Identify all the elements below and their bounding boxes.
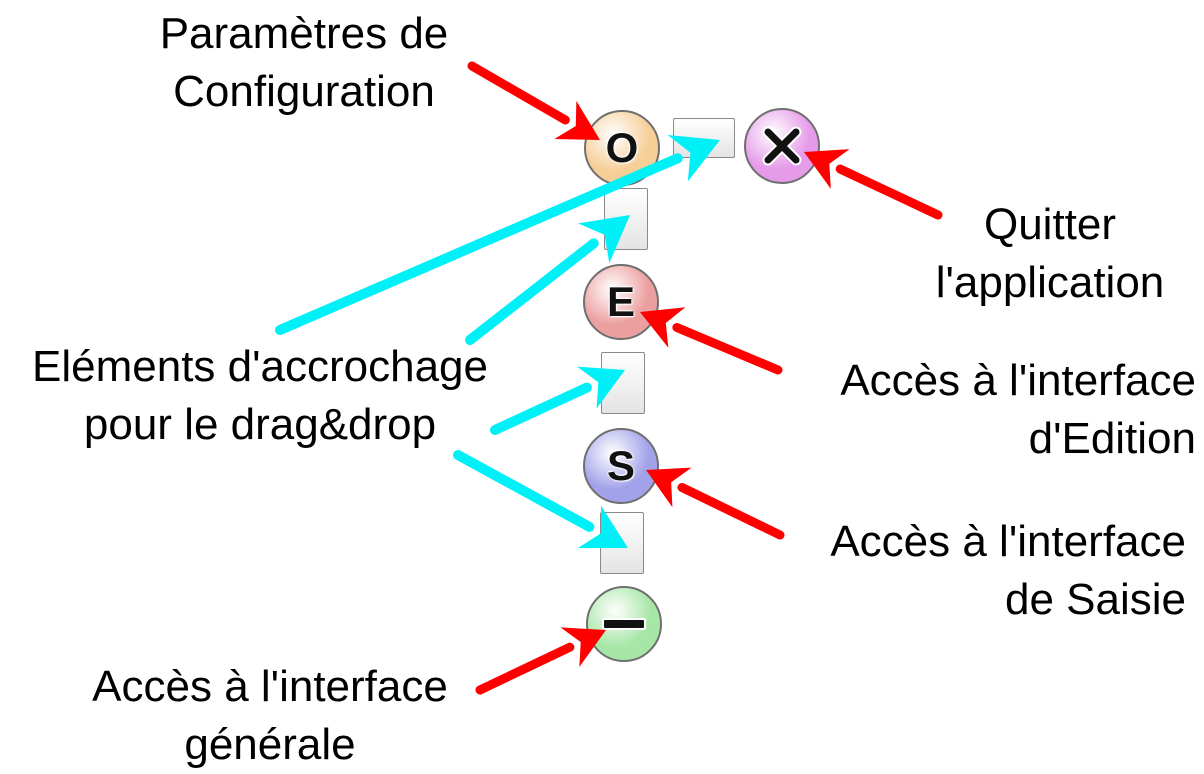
anchors-label: Eléments d'accrochage pour le drag&drop [0, 338, 520, 454]
edition-button-glyph: E [606, 278, 635, 325]
saisie-button-glyph: S [606, 442, 635, 489]
config-label-line2: Configuration [173, 67, 435, 116]
arrow-generale [475, 642, 575, 695]
close-icon [762, 126, 802, 166]
config-label: Paramètres de Configuration [120, 5, 488, 121]
saisie-label: Accès à l'interface de Saisie [760, 513, 1186, 629]
anchors-label-line2: pour le drag&drop [83, 400, 437, 449]
edition-label: Accès à l'interface d'Edition [760, 352, 1196, 468]
anchors-label-line1: Eléments d'accrochage [32, 342, 488, 391]
quit-label-line2: l'application [935, 258, 1165, 307]
config-button-glyph: O [605, 124, 639, 171]
generale-button[interactable] [586, 586, 662, 662]
arrow-anchor-3 [453, 450, 595, 532]
quit-button[interactable] [744, 108, 820, 184]
generale-label-line1: Accès à l'interface [92, 662, 448, 711]
saisie-label-line1: Accès à l'interface [830, 517, 1186, 566]
saisie-button[interactable]: S [583, 428, 659, 504]
arrow-anchor-1 [465, 238, 599, 345]
quit-label: Quitter l'application [915, 196, 1185, 312]
minus-icon [602, 618, 646, 630]
edition-button[interactable]: E [583, 264, 659, 340]
drag-handle-top[interactable] [673, 118, 735, 158]
config-button[interactable]: O [584, 110, 660, 186]
drag-handle-3[interactable] [600, 512, 644, 574]
edition-label-line2: d'Edition [1028, 414, 1196, 463]
generale-label-line2: générale [184, 720, 356, 769]
edition-label-line1: Accès à l'interface [840, 356, 1196, 405]
quit-label-line1: Quitter [983, 200, 1117, 249]
drag-handle-1[interactable] [604, 188, 648, 250]
saisie-label-line2: de Saisie [1004, 575, 1186, 624]
generale-label: Accès à l'interface générale [50, 658, 490, 774]
drag-handle-2[interactable] [601, 352, 645, 414]
config-label-line1: Paramètres de [159, 9, 449, 58]
